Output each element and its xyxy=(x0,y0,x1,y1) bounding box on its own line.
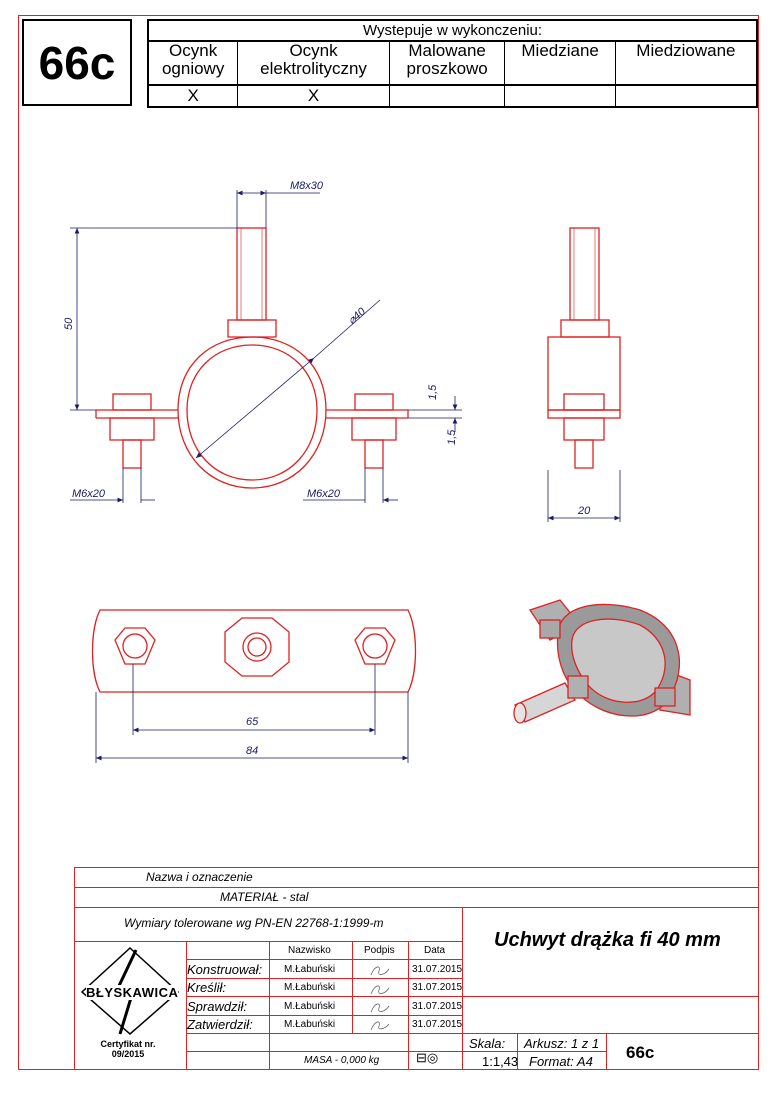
top-dimensions xyxy=(95,664,409,763)
scale-value: 1:1,43 xyxy=(482,1054,519,1069)
side-dimensions xyxy=(547,470,621,522)
role-2: Kreślił: xyxy=(187,980,227,995)
date-4: 31.07.2015 xyxy=(412,1019,463,1030)
dim-height: 50 xyxy=(63,317,75,330)
tolerance-label: Wymiary tolerowane wg PN-EN 22768-1:1999… xyxy=(124,916,384,930)
front-view xyxy=(95,227,409,489)
sheet-code: 66c xyxy=(22,19,132,106)
dim-width-side: 20 xyxy=(577,505,591,517)
date-1: 31.07.2015 xyxy=(412,964,463,975)
name-4: M.Łabuński xyxy=(284,1019,336,1030)
sheet-label: Arkusz: 1 z 1 xyxy=(524,1036,600,1051)
dim-bolt: M8x30 xyxy=(290,180,324,192)
role-3: Sprawdził: xyxy=(187,999,247,1014)
col-signature: Podpis xyxy=(364,945,395,956)
part-title: Uchwyt drążka fi 40 mm xyxy=(494,929,721,951)
technical-drawing: M8x30 50 ⌀40 1,5 1,5 M6x20 M6x20 20 xyxy=(63,180,691,763)
top-view xyxy=(91,609,417,693)
name-label: Nazwa i oznaczenie xyxy=(146,870,253,884)
certificate: Certyfikat nr.09/2015 xyxy=(100,1039,156,1059)
format-label: Format: A4 xyxy=(529,1054,593,1069)
isometric-view xyxy=(513,599,691,724)
finish-title: Wystepuje w wykonczeniu: xyxy=(147,19,758,42)
finish-col-4: Miedziane xyxy=(504,40,616,86)
title-block-code: 66c xyxy=(626,1043,655,1062)
date-2: 31.07.2015 xyxy=(412,982,463,993)
role-4: Zatwierdził: xyxy=(187,1017,253,1032)
side-view xyxy=(547,227,621,469)
signatures xyxy=(370,966,390,1031)
logo-text: BŁYSKAWICA xyxy=(86,985,179,1000)
mass-label: MASA - 0,000 kg xyxy=(304,1055,380,1066)
role-1: Konstruował: xyxy=(187,962,263,977)
name-3: M.Łabuński xyxy=(284,1001,336,1012)
finish-mark-5 xyxy=(614,84,758,108)
dim-screw-left: M6x20 xyxy=(72,488,106,500)
material-label: MATERIAŁ - stal xyxy=(220,890,309,904)
col-date: Data xyxy=(424,945,446,956)
finish-mark-1: X xyxy=(147,84,239,108)
dim-thickness-top: 1,5 xyxy=(427,384,439,400)
dim-hole-spacing: 65 xyxy=(246,716,259,728)
scale-label: Skala: xyxy=(469,1036,506,1051)
date-3: 31.07.2015 xyxy=(412,1001,463,1012)
dim-diameter: ⌀40 xyxy=(346,305,369,327)
dim-overall-length: 84 xyxy=(246,745,258,757)
dim-thickness-bottom: 1,5 xyxy=(446,429,458,445)
name-1: M.Łabuński xyxy=(284,964,336,975)
drawing-frame xyxy=(18,15,759,1070)
title-block: Nazwa i oznaczenie MATERIAŁ - stal Wymia… xyxy=(74,867,759,1070)
dim-screw-right: M6x20 xyxy=(307,488,341,500)
front-dimensions xyxy=(70,190,462,503)
projection-icon: ⊟◎ xyxy=(416,1050,439,1065)
col-surname: Nazwisko xyxy=(288,945,331,956)
name-2: M.Łabuński xyxy=(284,982,336,993)
finish-mark-4 xyxy=(504,84,616,108)
